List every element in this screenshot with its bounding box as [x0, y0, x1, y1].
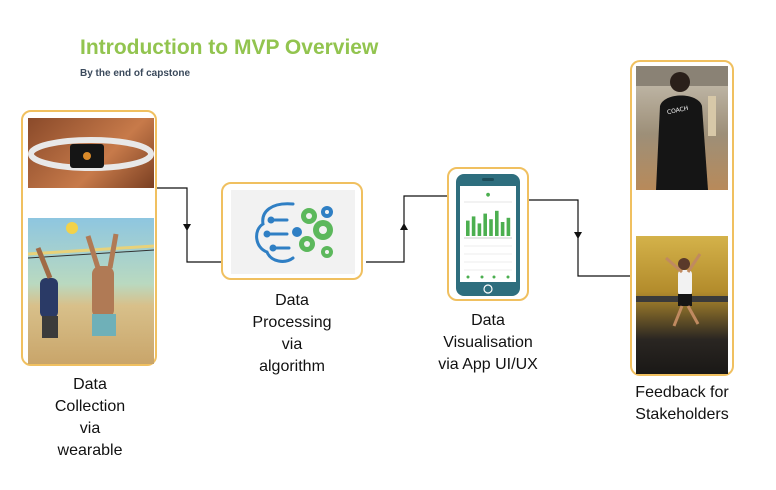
- visualisation-frame: ●: [447, 167, 529, 301]
- svg-text:COACH: COACH: [666, 105, 689, 116]
- collection-line-3: via: [79, 420, 101, 437]
- coach-image: COACH: [636, 66, 728, 190]
- phone-screen: ●: [460, 178, 516, 294]
- feedback-line-1: Feedback for: [635, 384, 729, 401]
- feedback-frame: COACH: [630, 60, 734, 376]
- page-title: Introduction to MVP Overview: [80, 36, 379, 59]
- phone-chart-bar: [477, 223, 482, 236]
- spiking-player-image: [636, 236, 728, 374]
- processing-line-4: algorithm: [259, 358, 325, 375]
- phone-chart-bar: [506, 217, 511, 236]
- wearable-band-image: [28, 118, 154, 188]
- collection-line-2: Collection: [54, 398, 126, 415]
- phone-chart-bar: [489, 219, 493, 236]
- visualisation-line-1: Data: [471, 312, 505, 329]
- svg-text:●: ●: [486, 192, 491, 198]
- collection-line-1: Data: [73, 376, 107, 393]
- processing-caption: Data Processing via algorithm: [236, 290, 348, 378]
- collection-caption: Data Collection via wearable: [40, 374, 140, 462]
- collection-line-4: wearable: [57, 442, 123, 459]
- processing-line-2: Processing: [252, 314, 332, 331]
- collection-frame: [21, 110, 157, 366]
- processing-line-1: Data: [275, 292, 309, 309]
- feedback-caption: Feedback for Stakeholders: [622, 382, 742, 426]
- processing-frame: [221, 182, 363, 280]
- phone-chart-bar: [471, 216, 476, 236]
- phone-chart-bar: [466, 220, 470, 236]
- visualisation-caption: Data Visualisation via App UI/UX: [420, 310, 556, 376]
- volleyball-players-image: [28, 218, 154, 364]
- processing-line-3: via: [281, 336, 303, 353]
- feedback-line-2: Stakeholders: [635, 406, 729, 423]
- visualisation-line-2: Visualisation: [443, 334, 533, 351]
- phone-chart-bar: [495, 210, 499, 236]
- brain-gears-icon: [231, 190, 355, 274]
- phone-app-icon: ●: [456, 174, 520, 296]
- phone-chart-bar: [500, 222, 505, 236]
- visualisation-line-3: via App UI/UX: [438, 356, 538, 373]
- page-subtitle: By the end of capstone: [80, 68, 191, 79]
- phone-chart-bar: [483, 213, 487, 236]
